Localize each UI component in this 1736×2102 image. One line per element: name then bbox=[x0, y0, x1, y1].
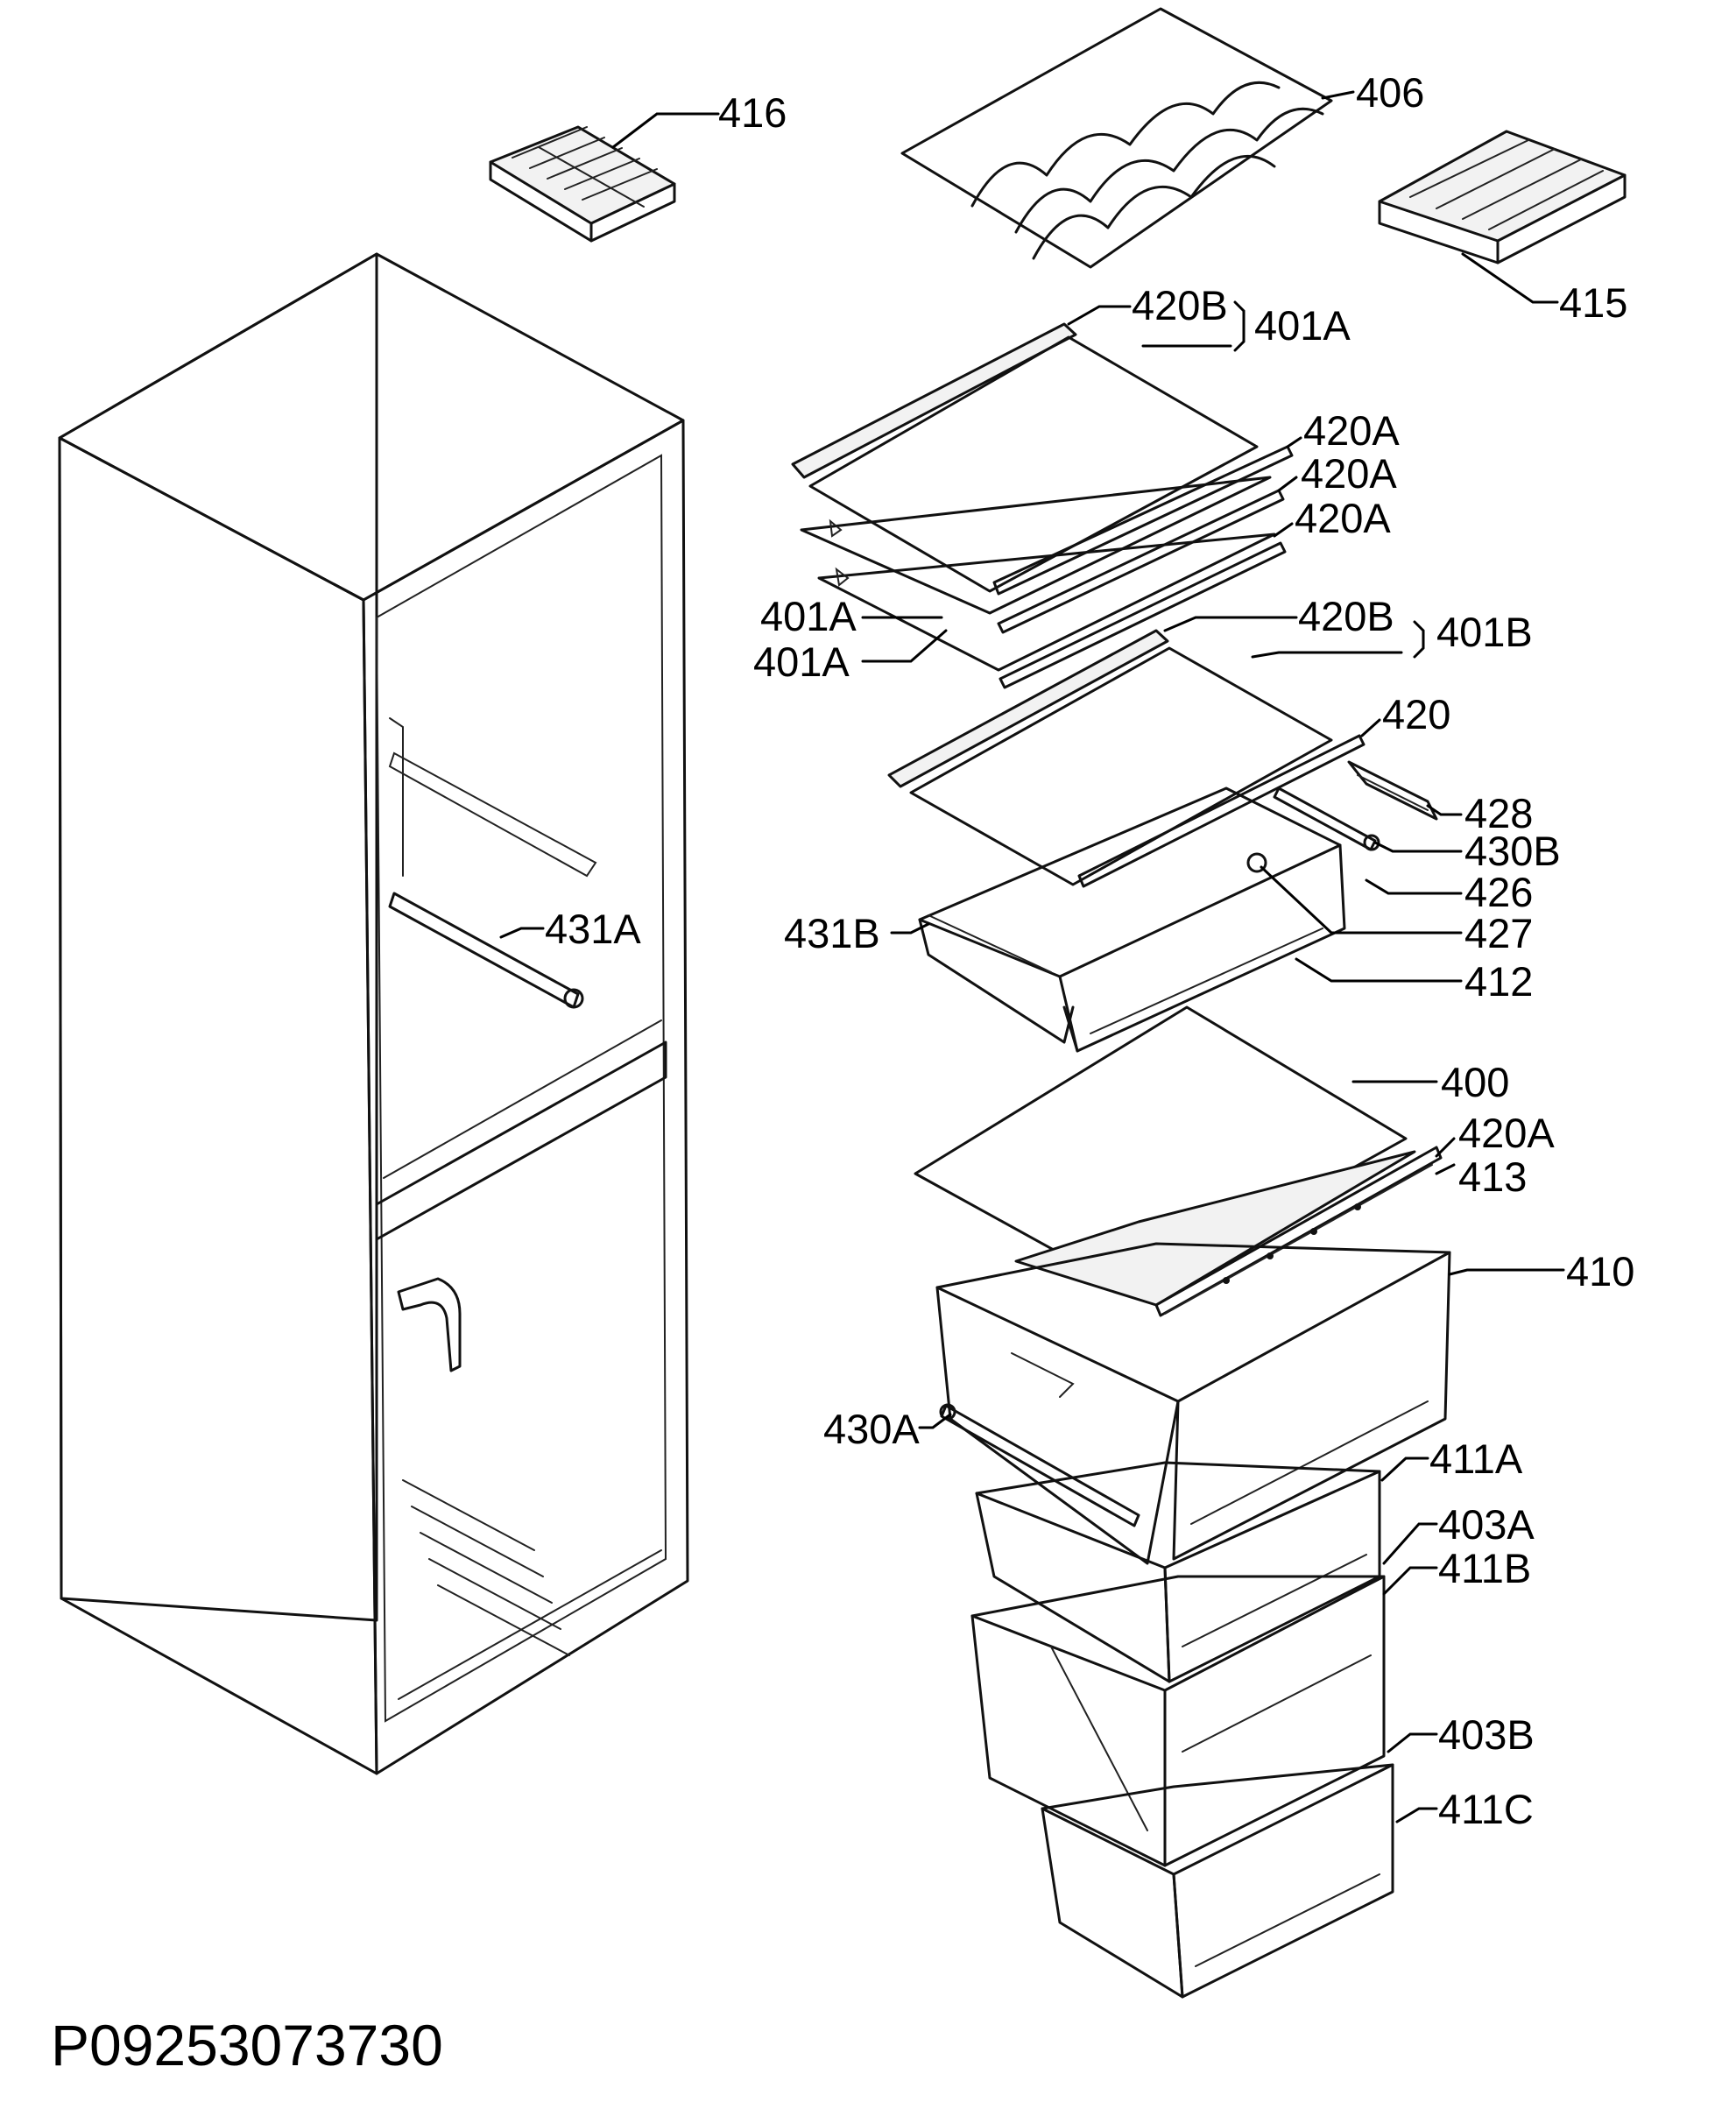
callout-411C: 411C bbox=[1438, 1786, 1534, 1832]
callout-413: 413 bbox=[1458, 1153, 1527, 1200]
ice-cube-tray bbox=[489, 125, 676, 243]
callout-431B: 431B bbox=[784, 910, 880, 956]
callout-411A: 411A bbox=[1429, 1435, 1523, 1482]
document-number: P09253073730 bbox=[51, 2013, 443, 2077]
callout-420B-top: 420B bbox=[1132, 282, 1228, 328]
freezer-drawer-411A bbox=[975, 1461, 1381, 1683]
callout-415: 415 bbox=[1559, 279, 1627, 326]
callout-401A-second: 401A bbox=[753, 638, 850, 685]
glass-shelf-set-401A bbox=[791, 322, 1294, 689]
leader-lines bbox=[499, 90, 1565, 1823]
callout-416: 416 bbox=[718, 89, 787, 136]
callout-420A-third: 420A bbox=[1295, 495, 1391, 541]
callout-420B-mid: 420B bbox=[1298, 593, 1394, 639]
freezer-drawer-411C bbox=[1041, 1763, 1394, 1999]
callout-420A-lower: 420A bbox=[1458, 1110, 1555, 1156]
chiller-drawer bbox=[918, 786, 1346, 1053]
storage-tray bbox=[1378, 130, 1627, 265]
callout-401B-group: 401B bbox=[1436, 609, 1533, 655]
glass-shelf-set-401B bbox=[887, 629, 1438, 888]
callout-labels: 416 406 415 420B 401A 420A 420A 420A 401… bbox=[545, 69, 1634, 1832]
callout-420A-second: 420A bbox=[1301, 450, 1397, 497]
callout-403B: 403B bbox=[1438, 1711, 1535, 1758]
callout-430B: 430B bbox=[1464, 828, 1561, 874]
callout-412: 412 bbox=[1464, 958, 1533, 1005]
callout-403A: 403A bbox=[1438, 1501, 1535, 1548]
crisper-drawer-410 bbox=[935, 1242, 1451, 1565]
callout-406: 406 bbox=[1356, 69, 1424, 116]
callout-420A-first: 420A bbox=[1303, 407, 1400, 454]
callout-431A: 431A bbox=[545, 906, 641, 952]
callout-401A-group: 401A bbox=[1254, 302, 1351, 349]
callout-426: 426 bbox=[1464, 869, 1533, 915]
callout-400: 400 bbox=[1441, 1059, 1509, 1105]
callout-411B: 411B bbox=[1438, 1545, 1531, 1591]
bottle-rack bbox=[900, 7, 1333, 269]
callout-427: 427 bbox=[1464, 910, 1533, 956]
refrigerator-cabinet bbox=[58, 252, 689, 1775]
callout-430A: 430A bbox=[823, 1406, 920, 1452]
callout-401A-first: 401A bbox=[760, 593, 857, 639]
callout-428: 428 bbox=[1464, 790, 1533, 836]
drawer-cover-413 bbox=[1014, 1146, 1443, 1317]
callout-420: 420 bbox=[1382, 691, 1450, 737]
callout-410: 410 bbox=[1566, 1248, 1634, 1294]
freezer-drawer-411B bbox=[970, 1575, 1386, 1867]
